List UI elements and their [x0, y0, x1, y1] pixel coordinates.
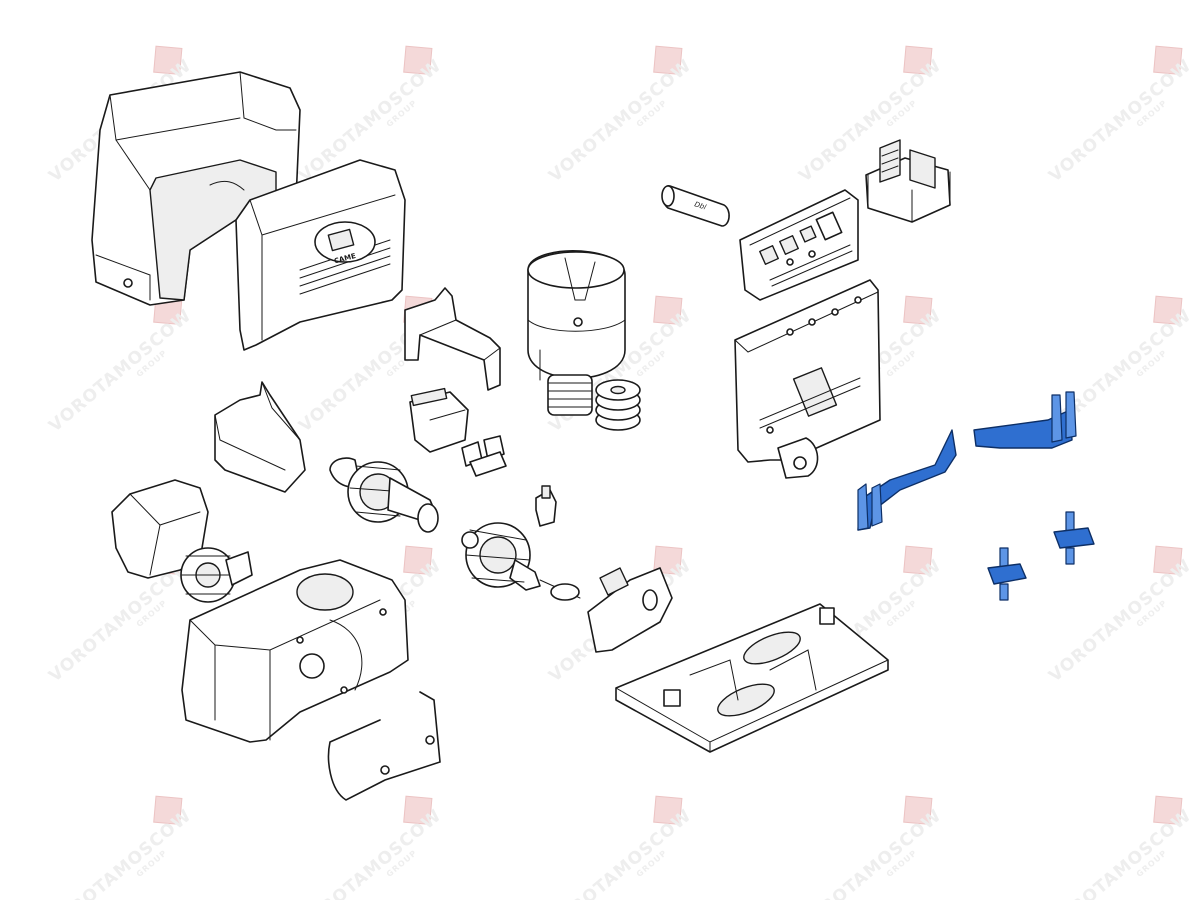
gasket-seal: [327, 691, 441, 801]
release-key: [535, 485, 557, 527]
watermark-text: VOROTAMOSCOW: [795, 806, 945, 900]
watermark-logo: [903, 45, 933, 75]
gearbox-cap: [587, 567, 673, 653]
watermark-text: VOROTAMOSCOW: [545, 806, 695, 900]
capacitor-label: Dbl: [693, 200, 707, 211]
watermark-logo: [653, 545, 683, 575]
watermark-logo: [1153, 795, 1183, 825]
motor-spacer-disks: [595, 379, 641, 431]
watermark-logo: [1153, 45, 1183, 75]
capacitor: Dbl: [661, 185, 730, 227]
watermark-logo: [903, 795, 933, 825]
anchor-bolt-2: [1053, 511, 1095, 565]
watermark-logo: [153, 795, 183, 825]
watermark-logo: [653, 45, 683, 75]
anchor-bar-right: [973, 391, 1077, 449]
drive-pinion: [180, 547, 253, 603]
watermark-logo: [403, 545, 433, 575]
foundation-plate: [615, 603, 889, 753]
anchor-bar-left: [857, 429, 957, 531]
release-cam: [539, 579, 581, 601]
board-mounting-plate: [734, 279, 881, 479]
watermark-text: VOROTAMOSCOW: [1045, 806, 1195, 900]
watermark-text: VOROTAMOSCOW: [45, 556, 195, 687]
watermark-logo: [653, 295, 683, 325]
watermark-logo: [903, 545, 933, 575]
front-cover: CAME: [235, 159, 406, 351]
control-board: [739, 189, 859, 301]
watermark-logo: [1153, 545, 1183, 575]
watermark-text: VOROTAMOSCOW: [545, 56, 695, 187]
watermark-logo: [1153, 295, 1183, 325]
anchor-bolt-1: [987, 547, 1027, 601]
watermark-logo: [403, 795, 433, 825]
watermark-text: VOROTAMOSCOW: [1045, 556, 1195, 687]
encoder-switch: [409, 387, 469, 453]
limit-switch-cover: [214, 381, 306, 493]
watermark-text: VOROTAMOSCOW: [45, 306, 195, 437]
gearbox-housing: [181, 559, 409, 743]
watermark-text: VOROTAMOSCOW: [1045, 56, 1195, 187]
intermediate-gear: [461, 522, 541, 591]
watermark-logo: [903, 295, 933, 325]
watermark-text: VOROTAMOSCOW: [295, 806, 445, 900]
drive-gear-shaft: [329, 457, 439, 533]
watermark-logo: [153, 45, 183, 75]
watermark-logo: [653, 795, 683, 825]
electric-motor: [527, 250, 641, 431]
motor-bracket: [404, 287, 501, 391]
motor-worm-shaft: [547, 374, 593, 416]
outer-cover: [91, 71, 301, 306]
watermark-text: VOROTAMOSCOW: [45, 806, 195, 900]
watermark-logo: [403, 45, 433, 75]
terminal-connectors: [461, 435, 507, 477]
transformer: [865, 139, 951, 223]
